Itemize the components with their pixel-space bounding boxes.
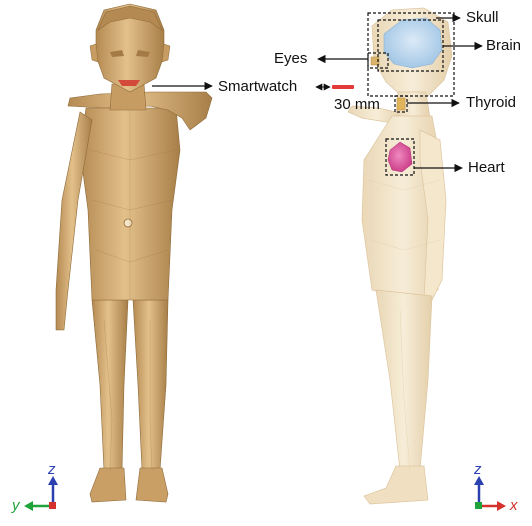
skull-label: Skull [466,10,499,25]
axes-side [474,476,506,511]
front-human-model [56,4,212,502]
axes-front [24,476,58,511]
side-x-axis-label: x [510,498,518,513]
brain-label: Brain [486,38,521,53]
smartwatch-label: Smartwatch [218,79,297,94]
smartwatch-device [332,85,354,89]
distance-label: 30 mm [334,97,380,112]
eyes-label: Eyes [274,51,307,66]
thyroid-organ [397,98,405,110]
front-y-axis-label: y [12,498,20,513]
thyroid-label: Thyroid [466,95,516,110]
heart-label: Heart [468,160,505,175]
side-human-model [348,8,452,504]
front-z-axis-label: z [48,462,56,477]
side-z-axis-label: z [474,462,482,477]
